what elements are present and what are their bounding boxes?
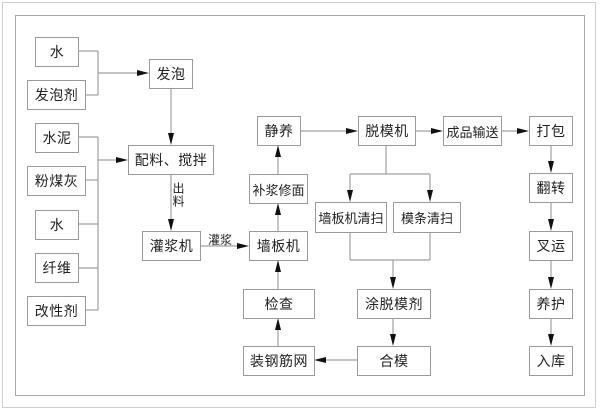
node-cement: 水泥 xyxy=(35,123,79,153)
node-patch-finish: 补浆修面 xyxy=(249,174,308,204)
node-batching-mixing: 配料、搅拌 xyxy=(128,145,214,175)
edge-label-grouting: 灌浆 xyxy=(208,233,233,247)
node-foaming-agent: 发泡剂 xyxy=(27,80,86,110)
edge-label-discharge: 出料 xyxy=(171,182,185,208)
node-mold-strip-cleaning: 模条清扫 xyxy=(393,202,461,233)
node-inspection: 检查 xyxy=(243,289,315,319)
node-water-foam: 水 xyxy=(35,37,79,67)
node-forklift: 叉运 xyxy=(529,231,573,261)
node-grouting-machine: 灌浆机 xyxy=(142,231,201,261)
node-static-curing: 静养 xyxy=(257,116,301,146)
outer-frame xyxy=(2,2,596,408)
node-curing: 养护 xyxy=(529,289,573,319)
node-storage: 入库 xyxy=(529,346,573,376)
node-fiber: 纤维 xyxy=(35,253,79,283)
node-rebar-mesh: 装钢筋网 xyxy=(243,346,315,376)
node-foaming: 发泡 xyxy=(149,59,193,89)
node-fly-ash: 粉煤灰 xyxy=(27,166,86,196)
node-water-mix: 水 xyxy=(35,210,79,240)
node-product-conveying: 成品输送 xyxy=(443,116,502,146)
node-mold-closing: 合模 xyxy=(357,346,431,376)
node-packing: 打包 xyxy=(529,116,573,146)
node-machine-cleaning: 墙板机清扫 xyxy=(315,202,387,233)
node-turning: 翻转 xyxy=(529,173,573,203)
node-demolding-machine: 脱模机 xyxy=(358,116,416,146)
node-wallboard-machine: 墙板机 xyxy=(249,231,308,261)
node-modifier: 改性剂 xyxy=(27,296,86,326)
inner-frame xyxy=(15,15,585,396)
node-release-agent: 涂脱模剂 xyxy=(357,289,431,319)
